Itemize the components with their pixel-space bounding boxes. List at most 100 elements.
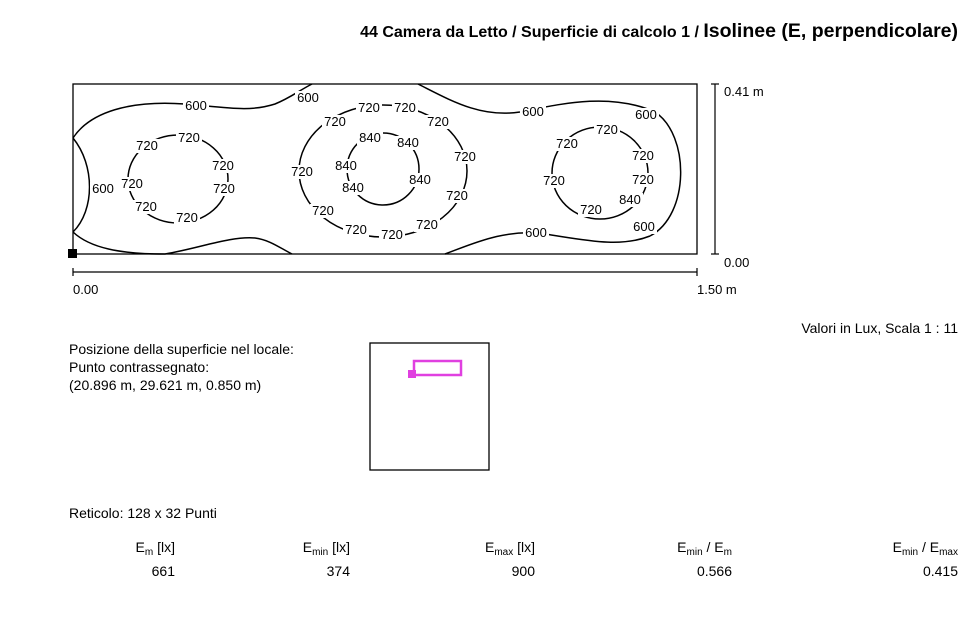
- contour-label-840: 840: [397, 135, 419, 150]
- contour-label-bg: [633, 108, 659, 122]
- contour-label-720: 720: [212, 158, 234, 173]
- stat-emin-label: Emin [lx]: [302, 539, 350, 558]
- contour-label-720: 720: [596, 122, 618, 137]
- contour-label-bg: [357, 131, 383, 145]
- horizontal-scale: [72, 268, 698, 276]
- contour-label-720: 720: [446, 188, 468, 203]
- contour-label-840: 840: [359, 130, 381, 145]
- stat-em: Em [lx] 661: [136, 538, 175, 580]
- contour-label-840: 840: [335, 158, 357, 173]
- contour-label-bg: [523, 226, 549, 240]
- location-line-2: Punto contrassegnato:: [69, 359, 210, 375]
- contour-label-bg: [119, 177, 145, 191]
- contour-label-720: 720: [291, 164, 313, 179]
- contour-label-600: 600: [635, 107, 657, 122]
- vertical-scale: [711, 83, 719, 255]
- isoline-600-left: [72, 137, 91, 233]
- contour-label-840: 840: [342, 180, 364, 195]
- contour-label-720: 720: [632, 172, 654, 187]
- contour-label-bg: [210, 159, 236, 173]
- stat-emin: Emin [lx] 374: [303, 538, 350, 580]
- contour-label-720: 720: [135, 199, 157, 214]
- room-locator: [369, 342, 490, 471]
- stat-emin-em: Emin / Em 0.566: [677, 538, 732, 580]
- location-line-3: (20.896 m, 29.621 m, 0.850 m): [69, 377, 262, 393]
- contour-label-720: 720: [312, 203, 334, 218]
- stat-emin-emax-label: Emin / Emax: [892, 539, 958, 558]
- contour-label-bg: [414, 218, 440, 232]
- plot-frame: [72, 83, 698, 255]
- isoline-600-top-mid: [417, 83, 682, 237]
- contour-label-bg: [211, 182, 237, 196]
- contour-label-bg: [541, 174, 567, 188]
- contour-label-bg: [392, 101, 418, 115]
- location-line-1: Posizione della superficie nel locale:: [69, 341, 294, 357]
- contour-label-bg: [322, 115, 348, 129]
- stat-emax-label: Emax [lx]: [484, 539, 535, 558]
- title-prefix: 44 Camera da Letto / Superficie di calco…: [360, 24, 704, 41]
- contour-label-bg: [444, 189, 470, 203]
- contour-label-bg: [295, 91, 321, 105]
- isoline-600-left-bottom: [72, 231, 293, 255]
- contour-label-bg: [452, 150, 478, 164]
- contour-label-bg: [133, 200, 159, 214]
- contour-label-720: 720: [381, 227, 403, 242]
- stat-emin-em-value: 0.566: [696, 563, 732, 579]
- contour-label-720: 720: [136, 138, 158, 153]
- stat-emin-emax-value: 0.415: [922, 563, 958, 579]
- contour-label-720: 720: [324, 114, 346, 129]
- contour-label-720: 720: [543, 173, 565, 188]
- contour-label-720: 720: [358, 100, 380, 115]
- scale-note: Valori in Lux, Scala 1 : 11: [801, 320, 958, 336]
- contour-label-bg: [333, 159, 359, 173]
- contour-label-bg: [554, 137, 580, 151]
- contour-label-720: 720: [580, 202, 602, 217]
- contour-label-bg: [174, 211, 200, 225]
- contour-label-720: 720: [394, 100, 416, 115]
- contour-label-bg: [630, 173, 656, 187]
- contour-label-720: 720: [632, 148, 654, 163]
- contour-label-600: 600: [525, 225, 547, 240]
- stat-emin-em-label: Emin / Em: [677, 539, 732, 558]
- x-right-label: 1.50 m: [697, 282, 737, 297]
- contour-label-bg: [395, 136, 421, 150]
- contour-label-bg: [90, 182, 116, 196]
- contour-label-bg: [578, 203, 604, 217]
- contour-label-600: 600: [633, 219, 655, 234]
- contour-label-840: 840: [619, 192, 641, 207]
- contour-label-720: 720: [178, 130, 200, 145]
- surface-marker: [412, 359, 463, 377]
- y-bottom-label: 0.00: [724, 255, 749, 270]
- stat-emin-emax: Emin / Emax 0.415: [893, 538, 958, 580]
- isoline-600-top: [72, 83, 313, 139]
- room-outline: [369, 342, 490, 471]
- contour-label-720: 720: [345, 222, 367, 237]
- contour-labels: 600 600 600 600 600 600 600 720 720 720 720 720 720 7…: [90, 90, 659, 242]
- contour-label-840: 840: [409, 172, 431, 187]
- contour-label-bg: [356, 101, 382, 115]
- contour-label-720: 720: [121, 176, 143, 191]
- contour-label-600: 600: [185, 98, 207, 113]
- grid-info: Reticolo: 128 x 32 Punti: [69, 505, 217, 521]
- surface-point-marker: [408, 370, 416, 378]
- contour-label-600: 600: [522, 104, 544, 119]
- contour-label-bg: [617, 193, 643, 207]
- contour-label-600: 600: [92, 181, 114, 196]
- contour-label-720: 720: [427, 114, 449, 129]
- contour-label-720: 720: [556, 136, 578, 151]
- stat-em-label: Em [lx]: [135, 539, 175, 558]
- contour-label-bg: [310, 204, 336, 218]
- contour-label-bg: [594, 123, 620, 137]
- contour-label-bg: [379, 228, 405, 242]
- stat-emax-value: 900: [511, 563, 535, 579]
- contour-label-bg: [520, 105, 546, 119]
- contour-label-bg: [630, 149, 656, 163]
- contour-label-bg: [340, 181, 366, 195]
- stat-em-value: 661: [151, 563, 175, 579]
- contour-label-bg: [289, 165, 315, 179]
- x-left-label: 0.00: [73, 282, 98, 297]
- contour-label-720: 720: [213, 181, 235, 196]
- contour-label-600: 600: [297, 90, 319, 105]
- y-top-label: 0.41 m: [724, 84, 764, 99]
